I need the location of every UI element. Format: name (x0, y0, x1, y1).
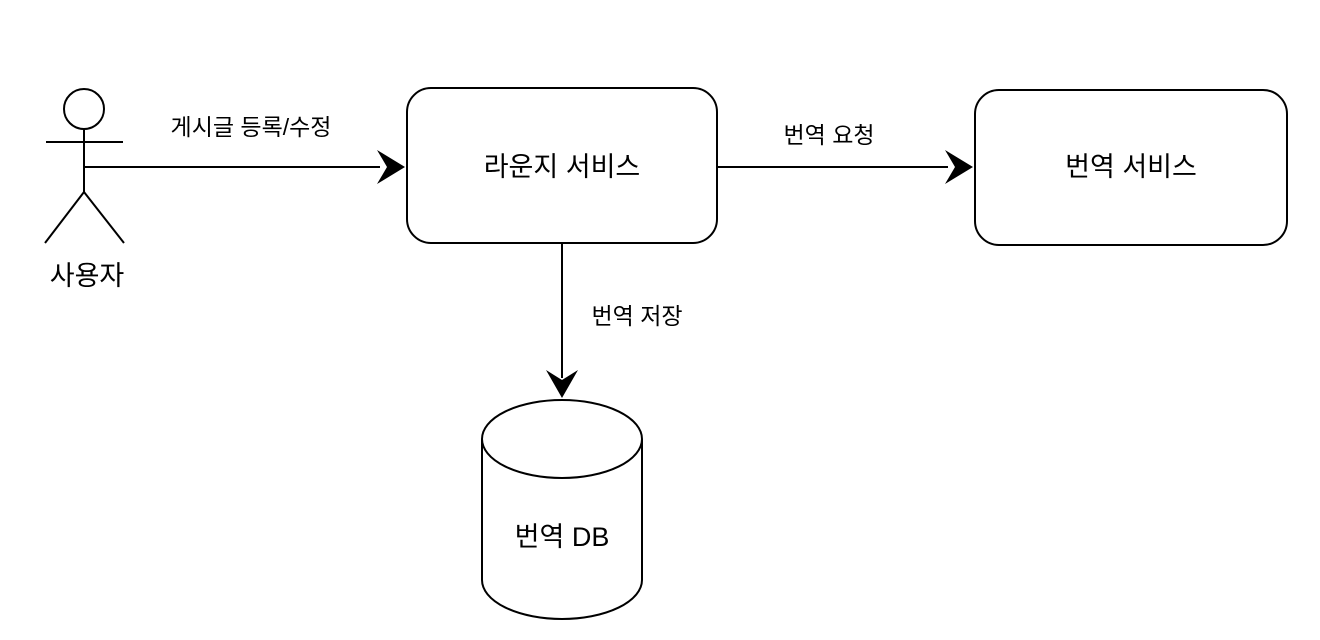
node-translation-db-label: 번역 DB (515, 522, 610, 552)
node-translation-db-top (481, 399, 643, 479)
actor-figure: 사용자 (44, 88, 125, 291)
node-lounge-service: 라운지 서비스 (406, 87, 718, 244)
node-translation-service-label: 번역 서비스 (1065, 152, 1197, 182)
node-translation-db: 번역 DB (481, 399, 643, 620)
edge-lounge-to-translation: 번역 요청 (717, 122, 973, 184)
edge-user-to-lounge-arrowhead-icon (377, 150, 405, 184)
edge-lounge-to-translation-arrowhead-icon (945, 150, 973, 184)
edge-lounge-to-translation-label: 번역 요청 (783, 122, 874, 148)
edge-lounge-to-db-arrowhead-icon (546, 370, 578, 398)
node-translation-db-body (481, 439, 643, 620)
actor-head (63, 88, 105, 130)
actor-right-leg (83, 191, 125, 244)
node-translation-service-box (974, 89, 1288, 246)
edge-lounge-to-db: 번역 저장 (546, 243, 683, 398)
edge-user-to-lounge-label: 게시글 등록/수정 (171, 114, 332, 140)
edge-user-to-lounge: 게시글 등록/수정 (84, 114, 405, 184)
actor-label: 사용자 (50, 261, 125, 291)
node-lounge-service-label: 라운지 서비스 (484, 152, 641, 182)
actor-left-leg (44, 191, 85, 244)
edge-lounge-to-db-label: 번역 저장 (591, 303, 682, 329)
node-translation-service: 번역 서비스 (974, 89, 1288, 246)
